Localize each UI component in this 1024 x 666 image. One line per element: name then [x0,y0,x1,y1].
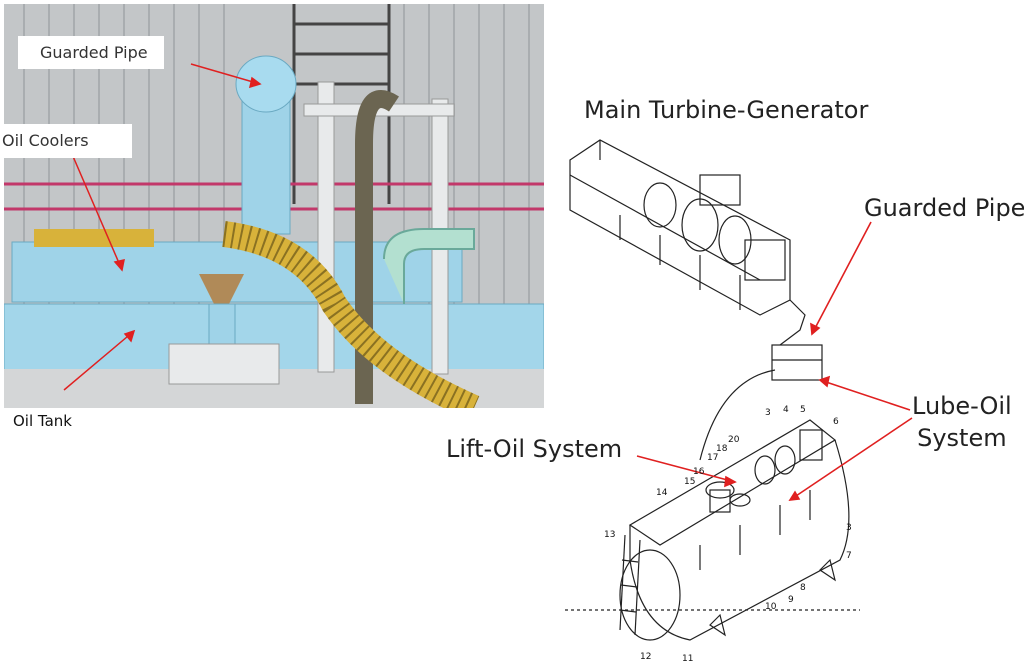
diagram-label-lube-oil: Lube-Oil System [912,390,1012,454]
lube-oil-line-2: System [917,424,1007,452]
turbine-lube-oil-drawing: 3 4 5 6 20 18 17 16 15 14 13 3 7 8 9 10 … [560,130,1020,666]
part-number: 4 [783,405,789,415]
part-number: 11 [682,654,693,664]
part-number: 20 [728,435,740,445]
part-number: 17 [707,453,718,463]
part-number: 8 [800,583,806,593]
part-number: 7 [846,551,852,561]
photo-callout-guarded-pipe: Guarded Pipe [18,36,164,69]
part-number: 9 [788,595,794,605]
diagram-title: Main Turbine-Generator [584,96,869,124]
part-number: 12 [640,652,651,662]
diagram-label-guarded-pipe: Guarded Pipe [864,194,1024,222]
part-number: 10 [765,602,777,612]
diagram-label-lift-oil: Lift-Oil System [446,435,623,463]
part-number: 6 [833,417,839,427]
part-number: 15 [684,477,695,487]
part-number: 16 [693,467,705,477]
equipment-photo [4,4,544,408]
part-number: 14 [656,488,668,498]
part-number: 3 [765,408,771,418]
part-number: 5 [800,405,806,415]
photo-callout-oil-coolers: Oil Coolers [0,124,132,158]
part-number: 13 [604,530,615,540]
part-number: 3 [846,523,852,533]
photo-callout-oil-tank: Oil Tank [13,412,72,430]
part-number: 18 [716,444,728,454]
lube-oil-line-1: Lube-Oil [912,392,1012,420]
